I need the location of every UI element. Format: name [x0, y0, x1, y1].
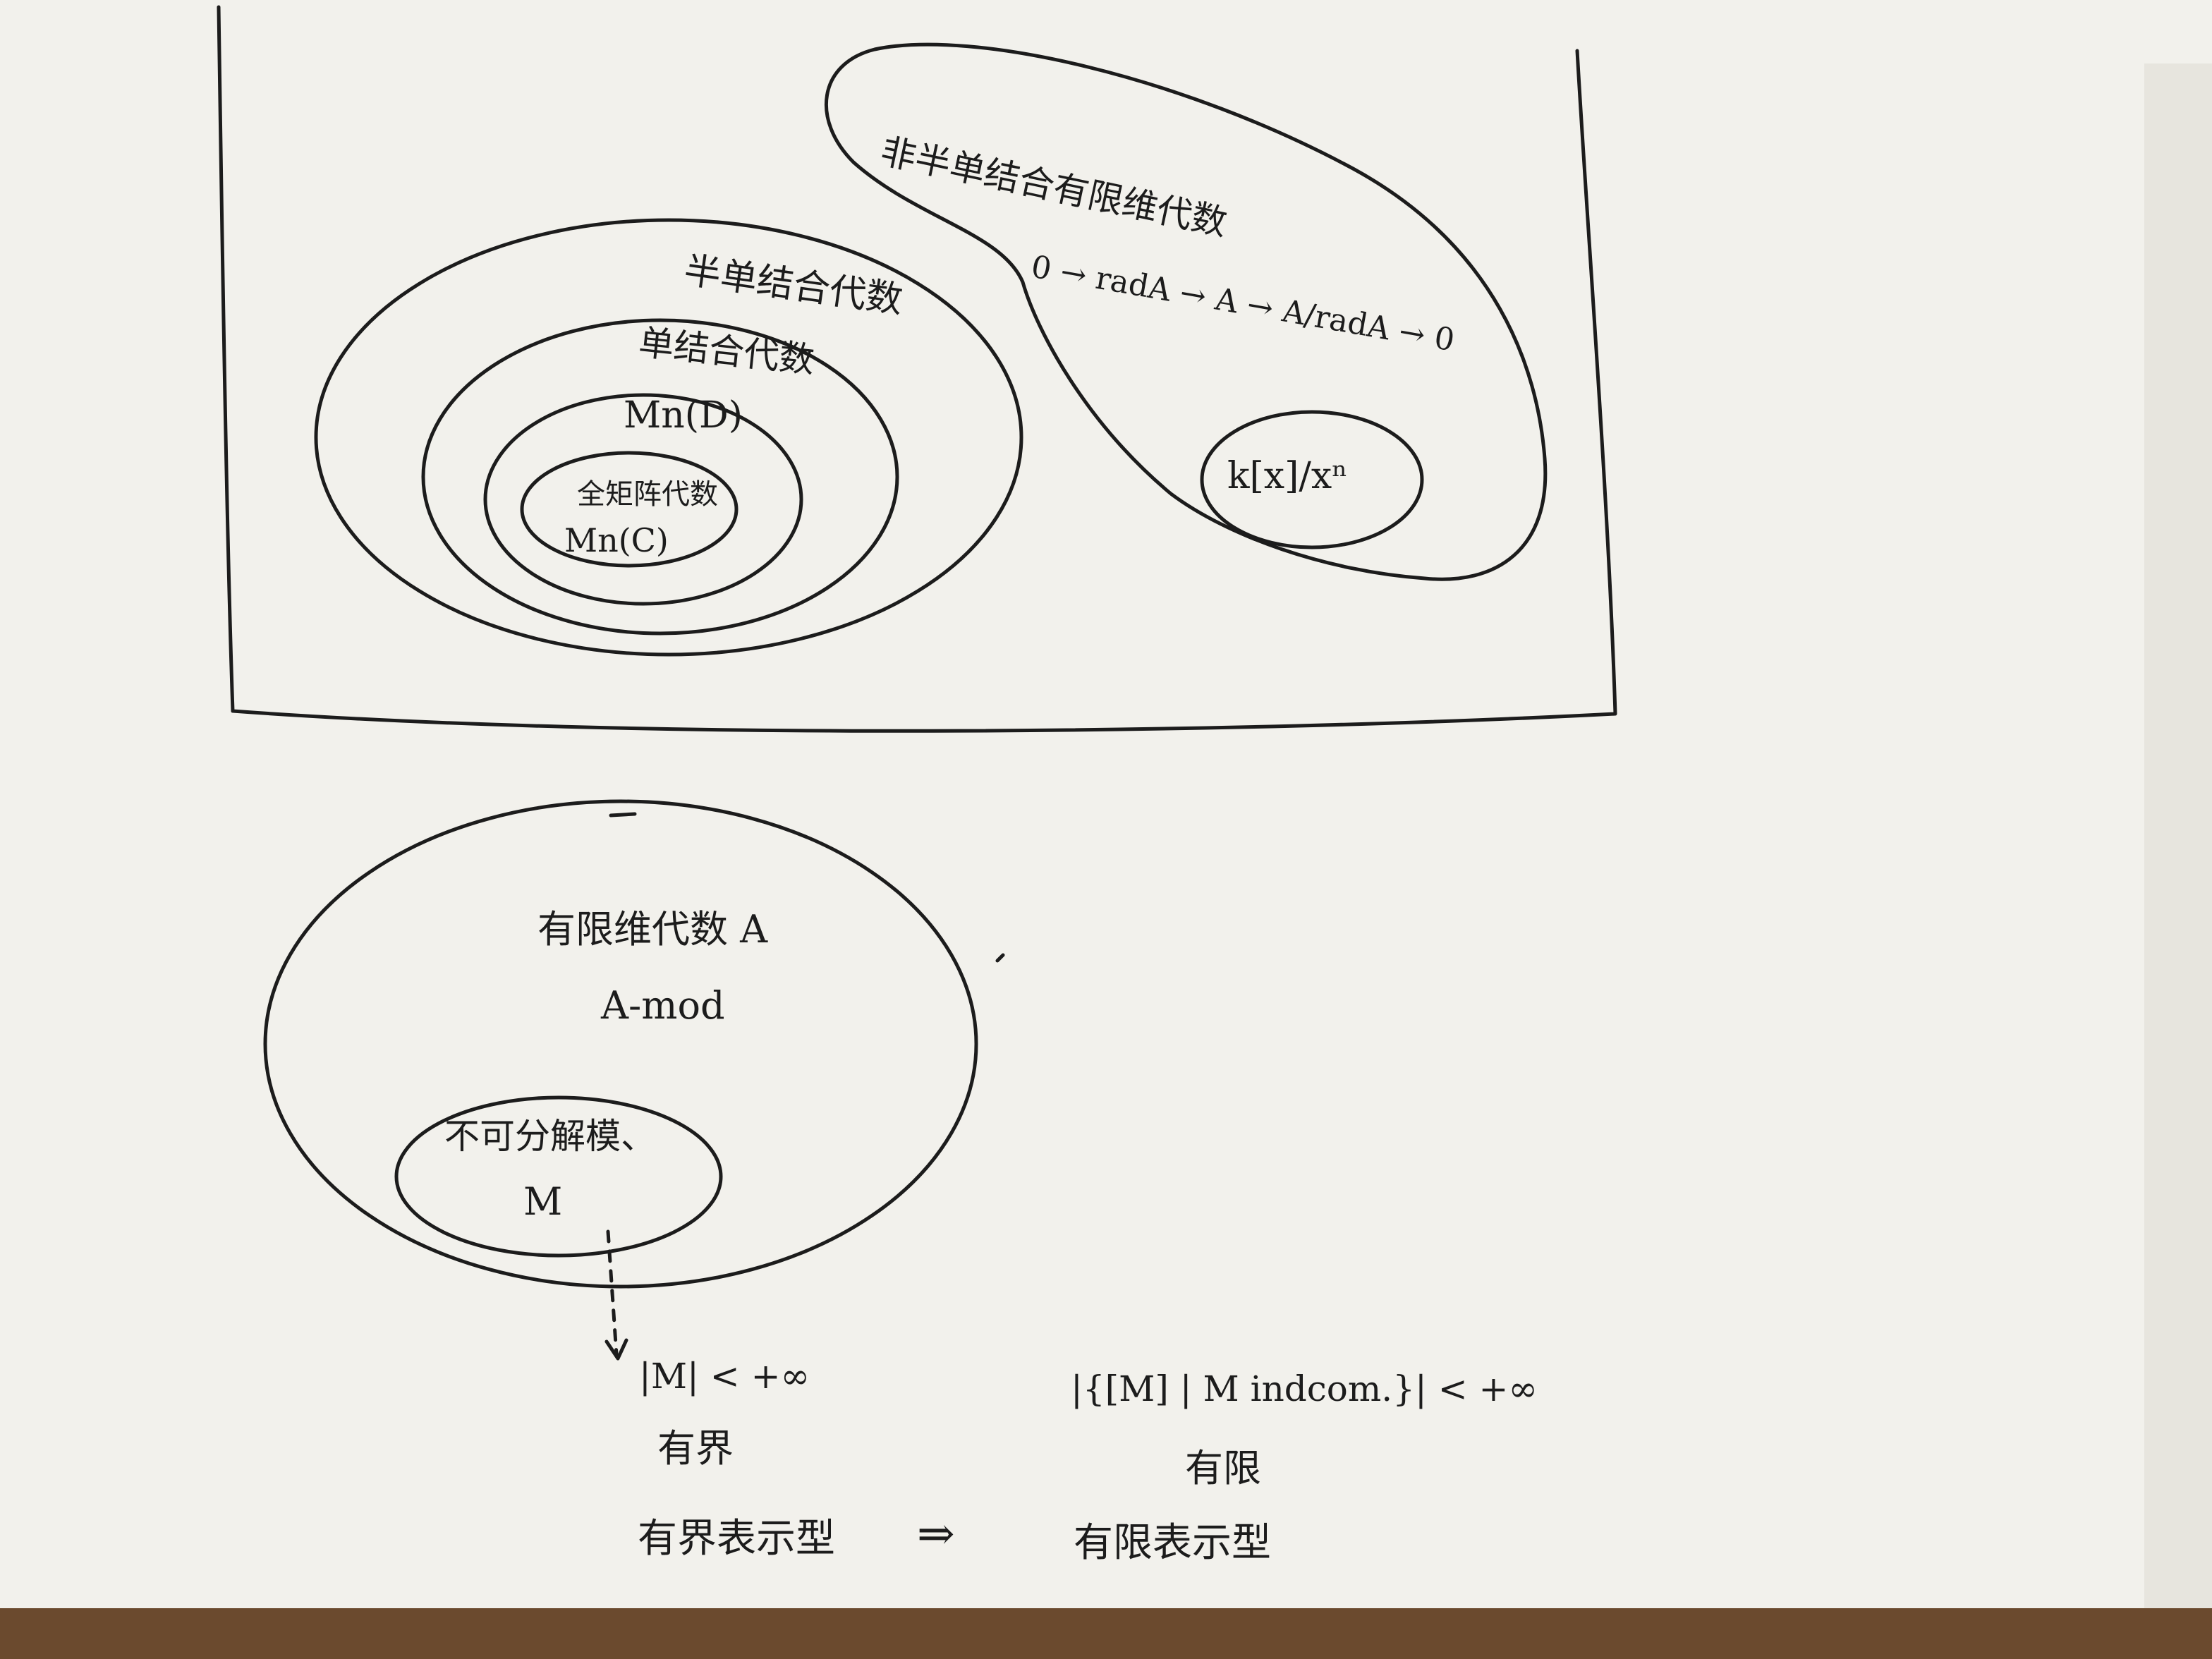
implies-arrow: ⇒ [917, 1508, 955, 1560]
algebra-frame [217, 5, 1617, 733]
algebra-label: 有限维代数 A [537, 907, 768, 952]
mn-c-label: Mn(C) [564, 521, 669, 559]
paper-sheet [0, 0, 2212, 1608]
module-label: A-mod [600, 983, 725, 1028]
bounded-type-label: 有界表示型 [638, 1516, 835, 1562]
finite-label: 有限 [1185, 1446, 1261, 1490]
mn-d-ellipse [483, 393, 803, 606]
pen-mark [609, 812, 637, 818]
arrow-head [604, 1338, 628, 1361]
kx-label: k[x]/xⁿ [1227, 455, 1348, 497]
dashed-arrow [606, 1229, 619, 1356]
kx-ellipse [1200, 410, 1424, 549]
paper-edge [2144, 63, 2212, 1608]
indecomposable-ellipse [394, 1095, 723, 1258]
semisimple-ellipse [314, 218, 1023, 657]
finite-dim-label: 有界 [657, 1426, 734, 1471]
finite-type-label: 有限表示型 [1074, 1520, 1271, 1566]
m-label: M [523, 1179, 562, 1224]
simple-ellipse [421, 318, 899, 636]
algebra-a-ellipse [263, 799, 978, 1289]
full-matrix-ellipse [520, 451, 739, 568]
mn-d-label: Mn(D) [624, 394, 743, 437]
indecomposable-label: 不可分解模、 [444, 1116, 656, 1157]
dim-condition: |M| < +∞ [639, 1356, 810, 1397]
pen-mark-2 [995, 953, 1005, 963]
non-semisimple-blob [824, 42, 1548, 581]
iso-classes-condition: |{[M] | M indcom.}| < +∞ [1071, 1368, 1538, 1409]
full-matrix-label: 全矩阵代数 [577, 478, 718, 511]
